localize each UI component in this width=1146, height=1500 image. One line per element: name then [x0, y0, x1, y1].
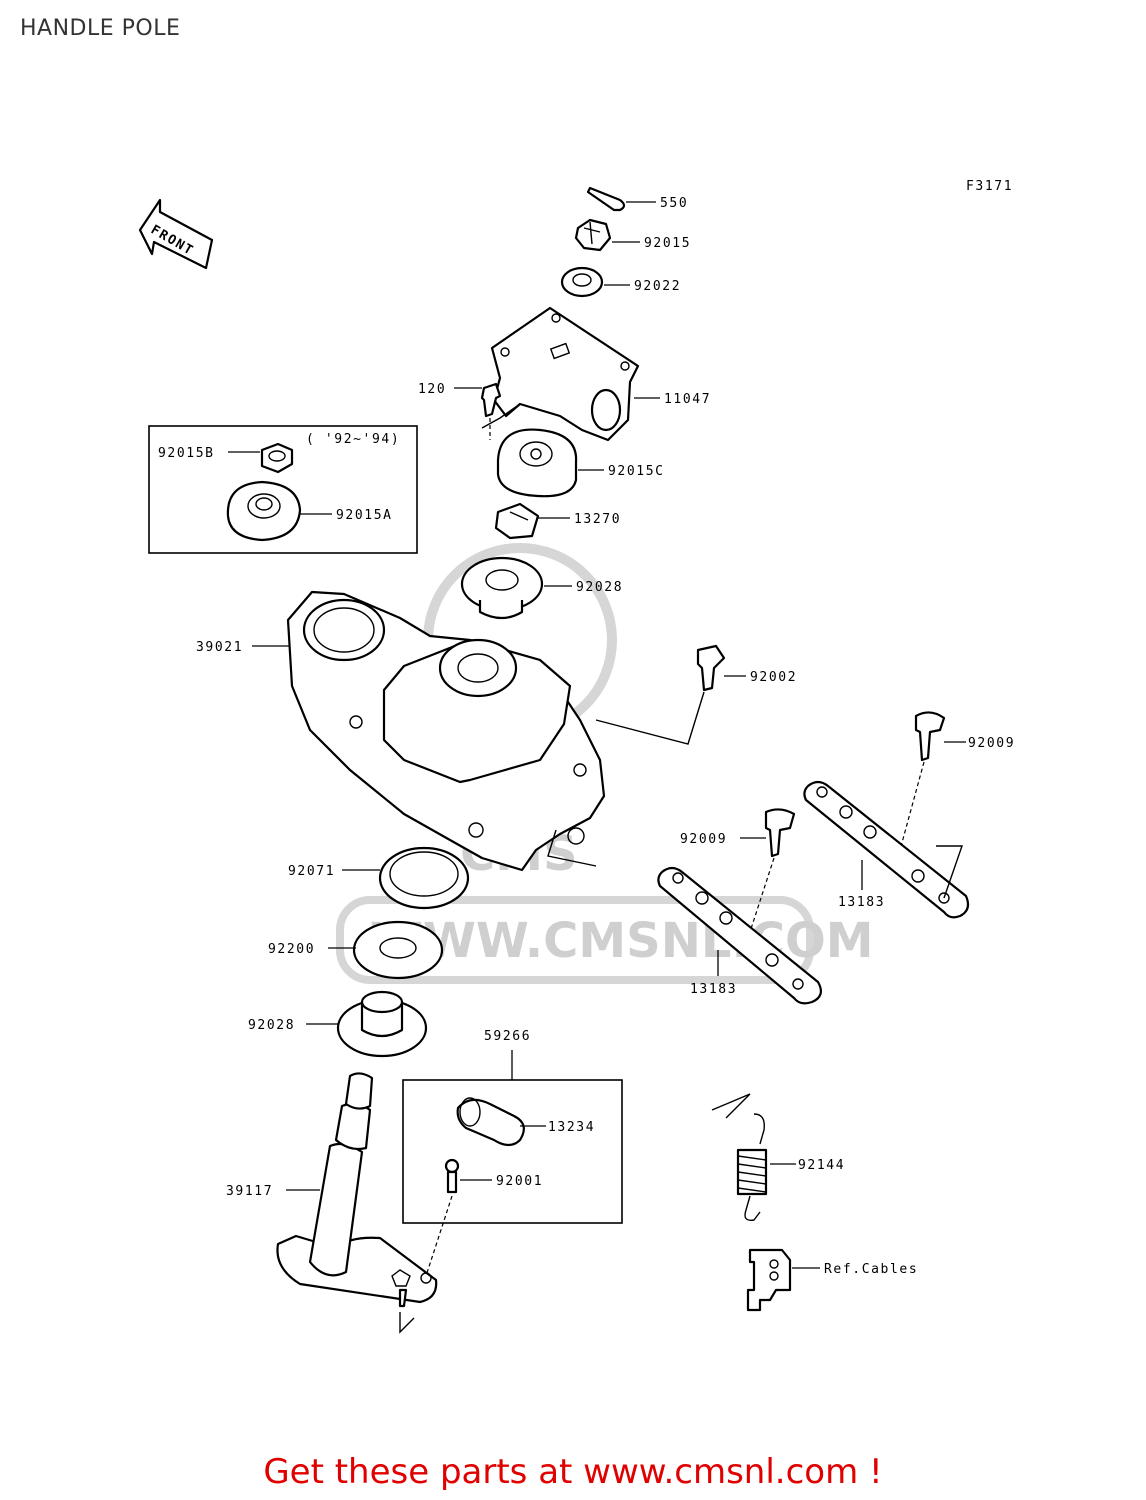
- label-120: 120: [418, 382, 446, 397]
- label-92200: 92200: [268, 942, 315, 957]
- ball-stud-icon: [444, 1158, 460, 1194]
- cotter-pin-icon: [586, 186, 626, 212]
- label-13270: 13270: [574, 512, 621, 527]
- label-13183-right: 13183: [838, 895, 885, 910]
- label-92001: 92001: [496, 1174, 543, 1189]
- label-92002: 92002: [750, 670, 797, 685]
- label-92009-right: 92009: [968, 736, 1015, 751]
- label-92071: 92071: [288, 864, 335, 879]
- link-plate-left-icon: [657, 866, 823, 1005]
- bracket-icon: [490, 306, 640, 442]
- label-92015C: 92015C: [608, 464, 665, 479]
- promo-banner[interactable]: Get these parts at www.cmsnl.com !: [263, 1452, 883, 1492]
- front-arrow-icon: FRONT: [138, 198, 214, 270]
- flange-nut-icon: [260, 442, 294, 474]
- spring-icon: [736, 1113, 768, 1221]
- bushing-top-icon: [460, 556, 544, 620]
- screw-left-icon: [764, 808, 796, 858]
- cable-bracket-icon: [746, 1248, 792, 1312]
- label-11047: 11047: [664, 392, 711, 407]
- page-title: HANDLE POLE: [20, 16, 181, 41]
- label-92015B: 92015B: [158, 446, 215, 461]
- label-59266: 59266: [484, 1029, 531, 1044]
- inset-years: ( '92~'94): [306, 432, 400, 447]
- label-39021: 39021: [196, 640, 243, 655]
- bushing-bottom-icon: [336, 990, 428, 1058]
- label-92028-top: 92028: [576, 580, 623, 595]
- handle-pole-housing-icon: [286, 590, 606, 872]
- screw-right-icon: [914, 711, 946, 762]
- seal-icon: [378, 846, 470, 910]
- label-92028-bottom: 92028: [248, 1018, 295, 1033]
- label-92015: 92015: [644, 236, 691, 251]
- handle-pole-shaft-icon: [276, 1072, 438, 1308]
- label-92144: 92144: [798, 1158, 845, 1173]
- castle-nut-icon: [574, 218, 612, 252]
- label-92022: 92022: [634, 279, 681, 294]
- label-550: 550: [660, 196, 688, 211]
- label-13234: 13234: [548, 1120, 595, 1135]
- label-92009-left: 92009: [680, 832, 727, 847]
- plate-washer-icon: [352, 920, 444, 980]
- stopper-icon: [494, 502, 540, 540]
- figure-code: F3171: [966, 179, 1013, 194]
- pivot-pin-icon: [456, 1097, 525, 1147]
- kit-box: [402, 1079, 623, 1224]
- label-13183-left: 13183: [690, 982, 737, 997]
- washer-icon: [560, 266, 604, 298]
- label-ref-cables: Ref.Cables: [824, 1262, 918, 1277]
- link-plate-right-icon: [803, 780, 970, 919]
- flange-bolt-icon: [696, 644, 726, 692]
- bolt-icon: [480, 382, 502, 418]
- watermark-text: WWW.CMSNL.COM: [370, 913, 874, 969]
- damper-icon: [496, 428, 578, 498]
- collar-nut-icon: [226, 480, 302, 542]
- label-39117: 39117: [226, 1184, 273, 1199]
- inset-box: [148, 425, 418, 554]
- label-92015A: 92015A: [336, 508, 393, 523]
